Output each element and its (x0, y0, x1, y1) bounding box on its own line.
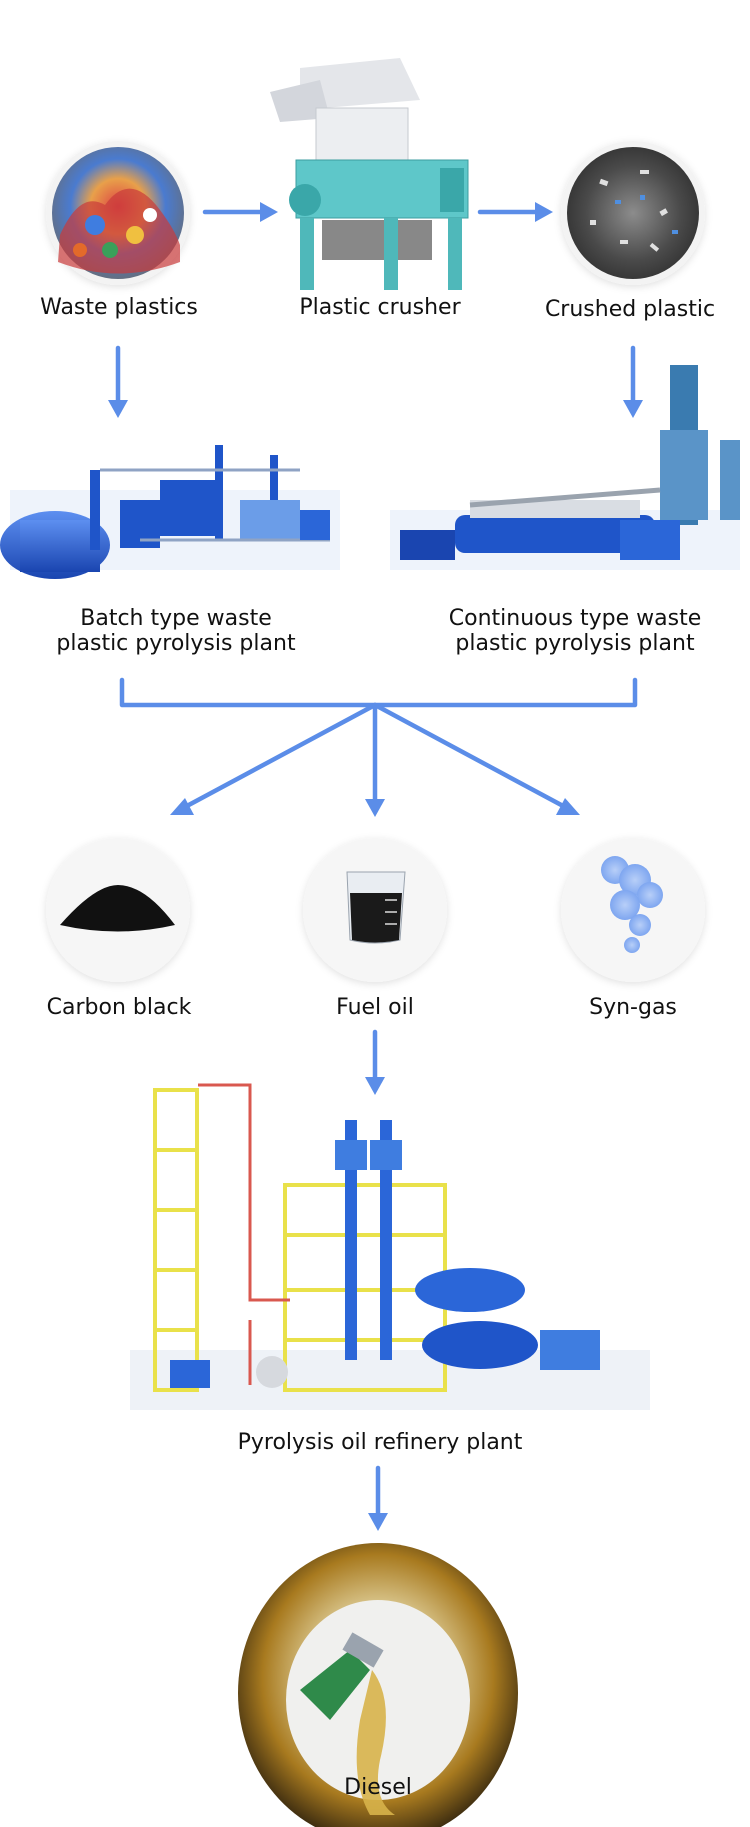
continuous-plant-label-line-2: plastic pyrolysis plant (455, 631, 695, 656)
batch-plant-image (0, 445, 340, 579)
waste-plastics-image (46, 141, 190, 285)
diesel-image (238, 1543, 518, 1827)
fuel-oil-label: Fuel oil (336, 995, 414, 1020)
plastic-crusher-label: Plastic crusher (299, 295, 461, 320)
syn-gas-label: Syn-gas (589, 995, 677, 1020)
continuous-plant-image (390, 365, 740, 570)
crushed-plastic-label: Crushed plastic (544, 297, 716, 322)
syn-gas-image (561, 838, 705, 982)
waste-plastics-label: Waste plastics (40, 295, 198, 320)
diesel-label: Diesel (344, 1775, 412, 1800)
plastic-crusher-image (270, 58, 469, 290)
refinery-plant-image (130, 1083, 650, 1410)
flow-arrows (108, 202, 643, 1531)
fuel-oil-image (303, 838, 447, 982)
batch-plant-label: Batch type waste plastic pyrolysis plant (26, 606, 326, 656)
refinery-plant-label: Pyrolysis oil refinery plant (237, 1430, 523, 1455)
continuous-plant-label: Continuous type waste plastic pyrolysis … (420, 606, 730, 656)
carbon-black-label: Carbon black (46, 995, 192, 1020)
carbon-black-image (46, 838, 190, 982)
crushed-plastic-image (561, 141, 705, 285)
batch-plant-label-line-2: plastic pyrolysis plant (56, 631, 296, 656)
continuous-plant-label-line-1: Continuous type waste (448, 606, 702, 631)
batch-plant-label-line-1: Batch type waste (80, 606, 272, 631)
